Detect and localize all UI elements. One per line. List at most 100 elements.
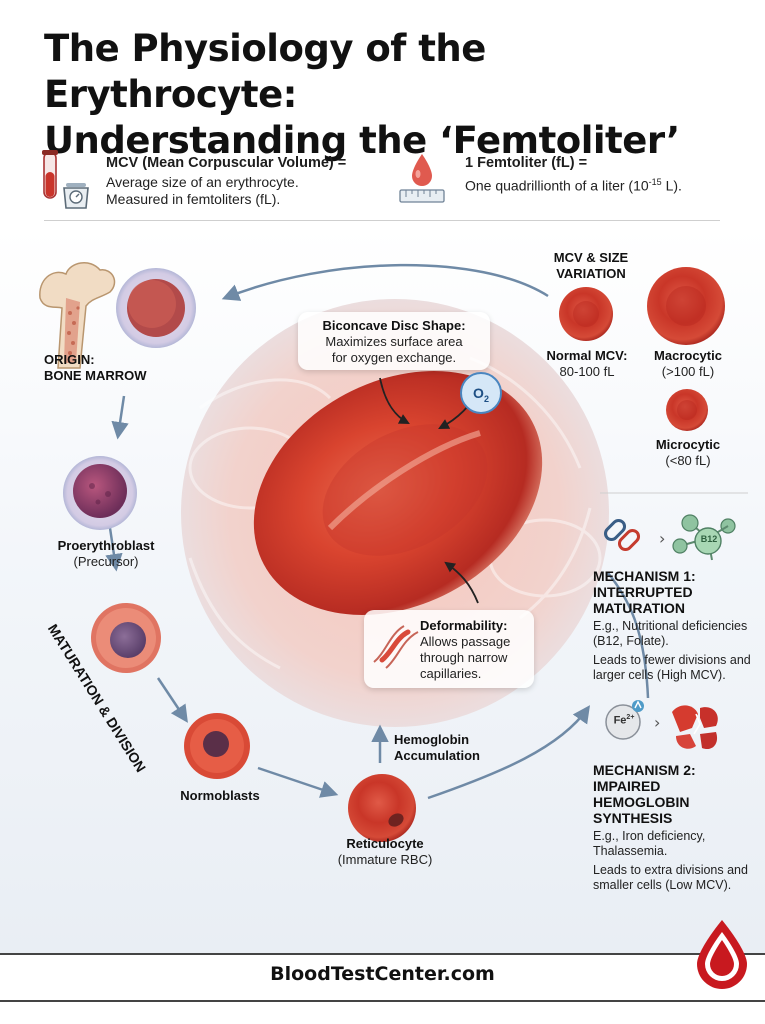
femtoliter-definition-text: One quadrillionth of a liter (10	[465, 177, 649, 194]
mechanism-1-body-3: Leads to fewer divisions and	[593, 653, 751, 667]
mechanism-1-title-1: MECHANISM 1:	[593, 568, 696, 584]
biconcave-line-2: for oxygen exchange.	[331, 350, 457, 365]
iron-charge: 2+	[626, 714, 635, 721]
oxygen-symbol: O	[473, 385, 484, 401]
chevron-right-icon-2: ›	[654, 713, 660, 732]
size-variation-line-1: MCV & SIZE	[553, 250, 629, 265]
macrocytic-name: Macrocytic	[654, 348, 722, 363]
reticulocyte-label: Reticulocyte (Immature RBC)	[320, 836, 450, 868]
erythroblast-cell	[91, 603, 161, 673]
proerythroblast-sub: (Precursor)	[73, 554, 139, 569]
mechanism-1-block: MECHANISM 1: INTERRUPTED MATURATION E.g.…	[593, 568, 763, 683]
molecule-icon	[672, 514, 736, 561]
capillary-icon	[373, 625, 419, 669]
footer-site-link[interactable]: BloodTestCenter.com	[270, 963, 495, 985]
mechanism-2-block: MECHANISM 2: IMPAIRED HEMOGLOBIN SYNTHES…	[593, 762, 763, 893]
mechanism-2-body-3: Leads to extra divisions and	[593, 863, 748, 877]
proerythroblast-name: Proerythroblast	[57, 538, 155, 553]
mechanism-1-body-2: (B12, Folate).	[593, 634, 669, 648]
reticulocyte-sub: (Immature RBC)	[337, 852, 433, 867]
deformability-title: Deformability:	[420, 618, 508, 633]
droplet-ruler-icon	[399, 154, 445, 203]
mechanism-2-body-4: smaller cells (Low MCV).	[593, 878, 732, 892]
mechanism-2-body-2: Thalassemia.	[593, 844, 668, 858]
femtoliter-definition-heading: 1 Femtoliter (fL) =	[465, 155, 588, 171]
normoblasts-label: Normoblasts	[180, 788, 260, 803]
macrocytic-label: Macrocytic (>100 fL)	[636, 348, 740, 380]
iron-ion-icon	[605, 700, 644, 740]
flow-arrow-to-retic	[257, 766, 339, 798]
normal-mcv-range: 80-100 fL	[559, 364, 615, 379]
mechanism-2-body-1: E.g., Iron deficiency,	[593, 829, 706, 843]
mcv-definition-line-2: Measured in femtoliters (fL).	[106, 191, 281, 207]
femtoliter-exponent: -15	[648, 177, 662, 187]
macrocytic-range: (>100 fL)	[661, 364, 715, 379]
mechanism-1-title-2: INTERRUPTED	[593, 584, 693, 600]
normal-rbc-icon	[559, 287, 613, 341]
origin-stem-cell	[116, 268, 196, 348]
mcv-definition-line-1: Average size of an erythrocyte.	[106, 174, 299, 190]
biconcave-title: Biconcave Disc Shape:	[322, 318, 466, 333]
mechanism-1-body-4: larger cells (High MCV).	[593, 668, 726, 682]
test-tube-scale-icon	[42, 150, 89, 209]
origin-line-2: BONE MARROW	[44, 368, 147, 383]
biconcave-line-1: Maximizes surface area	[325, 334, 463, 349]
proerythroblast-label: Proerythroblast (Precursor)	[36, 538, 176, 570]
title-line-1: The Physiology of the Erythrocyte:	[44, 27, 486, 116]
reticulocyte-cell	[348, 774, 416, 842]
header-divider	[44, 220, 720, 221]
microcytic-label: Microcytic (<80 fL)	[636, 437, 740, 469]
diagram-canvas: › ›	[0, 228, 765, 953]
macrocytic-rbc-icon	[647, 267, 725, 345]
mechanism-2-title-2: IMPAIRED	[593, 778, 661, 794]
chevron-right-icon: ›	[659, 529, 665, 548]
reticulocyte-name: Reticulocyte	[346, 836, 424, 851]
deformability-line-3: capillaries.	[420, 666, 482, 681]
proerythroblast-cell	[63, 456, 137, 530]
microcytic-range: (<80 fL)	[665, 453, 711, 468]
deformability-pointer	[444, 561, 479, 604]
flow-arrow-top	[221, 263, 549, 301]
microcytic-rbc-icon	[666, 389, 708, 431]
flow-arrow-to-mechanisms	[427, 705, 591, 800]
oxygen-subscript: 2	[483, 393, 489, 404]
normal-mcv-name: Normal MCV:	[546, 348, 628, 363]
femtoliter-definition-body: One quadrillionth of a liter (10-15 L).	[465, 174, 682, 195]
hemoglobin-label: Hemoglobin Accumulation	[394, 732, 480, 764]
microcytic-name: Microcytic	[655, 437, 721, 452]
flow-arrow-origin-down	[111, 395, 129, 440]
deformability-callout: Deformability: Allows passage through na…	[364, 610, 534, 688]
femtoliter-definition-unit: L).	[661, 177, 682, 194]
flow-arrow-right	[607, 572, 650, 699]
oxygen-badge: O2	[460, 372, 502, 414]
page-title: The Physiology of the Erythrocyte: Under…	[44, 26, 744, 164]
size-variation-line-2: VARIATION	[556, 266, 626, 281]
broken-hemoglobin-icon	[672, 705, 718, 750]
flow-arrow-pro-down	[105, 527, 123, 572]
mechanism-2-title-1: MECHANISM 2:	[593, 762, 696, 778]
biconcave-pointer	[379, 377, 410, 425]
mechanism-1-body-1: E.g., Nutritional deficiencies	[593, 619, 748, 633]
size-variation-title: MCV & SIZE VARIATION	[536, 250, 646, 282]
mechanism-1-title-3: MATURATION	[593, 600, 686, 616]
biconcave-callout: Biconcave Disc Shape: Maximizes surface …	[298, 312, 490, 370]
origin-label: ORIGIN: BONE MARROW	[44, 352, 147, 384]
mcv-definition-heading: MCV (Mean Corpuscular Volume) =	[106, 155, 347, 171]
normoblast-cell	[184, 713, 250, 779]
broken-chain-icon	[603, 518, 641, 552]
flow-arrow-to-normo	[156, 677, 188, 723]
hemoglobin-line-2: Accumulation	[394, 748, 480, 763]
origin-line-1: ORIGIN:	[44, 352, 95, 367]
hemoglobin-line-1: Hemoglobin	[394, 732, 470, 747]
iron-label: Fe2+	[611, 714, 637, 727]
deformability-line-2: through narrow	[420, 650, 508, 665]
normal-mcv-label: Normal MCV: 80-100 fL	[532, 348, 642, 380]
footer-bar	[0, 953, 765, 1002]
deformability-text: Deformability: Allows passage through na…	[420, 618, 510, 682]
b12-label: B12	[700, 534, 718, 544]
mechanism-2-title-3: HEMOGLOBIN SYNTHESIS	[593, 794, 690, 826]
title-line-2: Understanding the ‘Femtoliter’	[44, 119, 680, 162]
deformability-line-1: Allows passage	[420, 634, 511, 649]
bone-icon	[39, 262, 116, 369]
blood-drop-logo-icon	[697, 920, 747, 989]
